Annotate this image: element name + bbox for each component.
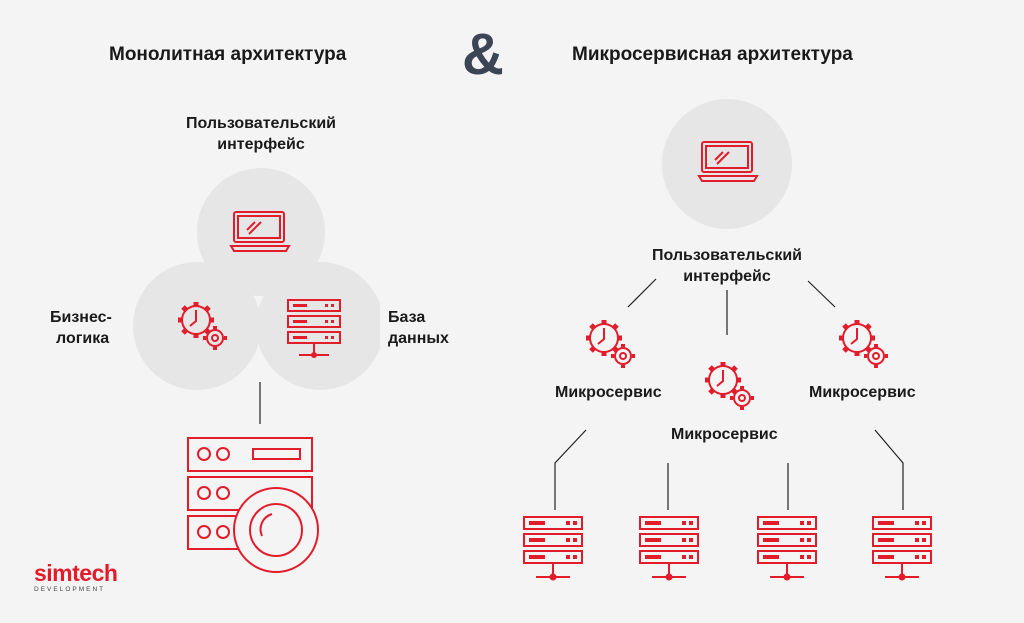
database-icon [287,299,341,358]
monolith-server-icon [187,437,319,573]
monolith-ui-label: Пользовательский интерфейс [185,115,337,153]
connector-right-db4 [874,429,904,510]
database-label: База данных [388,309,449,347]
ampersand: & [462,22,504,87]
logo-subtitle: DEVELOPMENT [34,586,106,593]
microservice-label-center: Микросервис [671,426,778,443]
database-icon [757,516,817,581]
micro-ui-circle [662,99,792,229]
micro-ui-label: Пользовательский интерфейс [651,247,803,285]
microservice-label-right: Микросервис [809,384,916,401]
connector-left-db1 [554,429,587,510]
database-icon [872,516,932,581]
database-icon [639,516,699,581]
microservice-label-left: Микросервис [555,384,662,401]
connector-ui-right [807,280,836,308]
monolith-venn [133,168,380,390]
gears-icon [586,320,635,368]
microservice-title: Микросервисная архитектура [572,44,853,65]
business-circle [133,262,261,390]
business-logic-label: Бизнес- логика [50,309,112,347]
database-icon [523,516,583,581]
connector-ui-left [627,278,657,308]
simtech-logo: simtech DEVELOPMENT [34,560,118,593]
ui-circle [197,168,325,296]
gears-icon [178,302,227,350]
monolith-title: Монолитная архитектура [109,44,347,65]
logo-wordmark: simtech [34,560,118,586]
gears-icon [839,320,888,368]
laptop-icon [229,211,291,252]
laptop-icon [697,141,759,182]
gears-icon [705,362,754,410]
